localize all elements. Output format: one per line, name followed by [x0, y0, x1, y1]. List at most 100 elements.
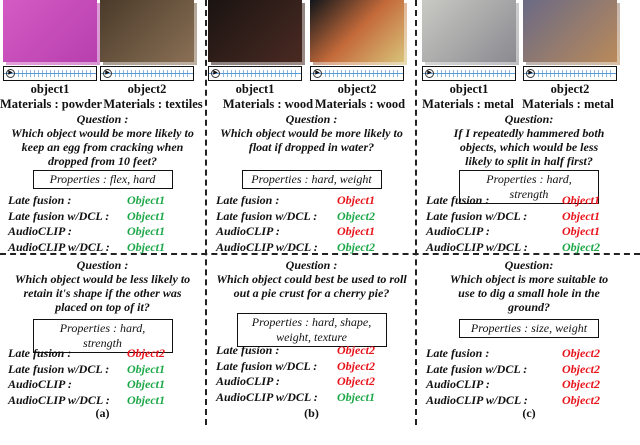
model-answer: Object1 — [127, 239, 165, 254]
model-answer: Object1 — [337, 224, 375, 238]
audio-waveform[interactable]: ▶ — [3, 66, 97, 81]
audio-waveform[interactable]: ▶ — [208, 66, 302, 81]
object-label: object2 — [337, 82, 377, 96]
properties-line: Properties : size, weight — [470, 321, 588, 335]
column-divider — [205, 0, 207, 425]
material-label: Materials : powder — [0, 97, 103, 111]
audio-waveform[interactable]: ▶ — [422, 66, 516, 81]
properties-box: Properties : hard, strength — [459, 170, 599, 204]
play-icon[interactable]: ▶ — [526, 69, 535, 78]
properties-box: Properties : size, weight — [459, 319, 599, 338]
model-answer: Object1 — [127, 392, 165, 407]
result-row: Late fusion :Object1 — [8, 193, 197, 209]
model-answer: Object2 — [337, 239, 375, 254]
model-name: AudioCLIP w/DCL : — [216, 239, 318, 254]
play-icon[interactable]: ▶ — [6, 69, 15, 78]
material-label: Materials : textiles — [103, 97, 203, 111]
model-name: Late fusion w/DCL : — [8, 208, 110, 223]
result-row: AudioCLIP :Object2 — [216, 374, 407, 390]
model-answer: Object2 — [337, 343, 375, 357]
play-icon[interactable]: ▶ — [425, 69, 434, 78]
properties-box: Properties : hard, shape,weight, texture — [236, 313, 387, 347]
result-row: Late fusion :Object2 — [426, 346, 632, 362]
question-line: Which object would be less likely to — [14, 272, 191, 286]
question-block: Question :Which object could best be use… — [208, 258, 415, 300]
object1-image — [422, 0, 519, 65]
question-line: ground? — [507, 300, 551, 314]
waveform-bars — [18, 70, 92, 77]
properties-box: Properties : hard, strength — [32, 319, 173, 353]
play-icon[interactable]: ▶ — [211, 69, 220, 78]
model-answer: Object1 — [562, 193, 600, 207]
audio-waveform[interactable]: ▶ — [523, 66, 617, 81]
object1-image — [208, 0, 305, 65]
model-name: AudioCLIP : — [8, 224, 72, 238]
question-line: objects, which would be less — [459, 140, 599, 154]
object2-image — [310, 0, 407, 65]
question-block: Question :Which object would be more lik… — [0, 112, 205, 168]
result-row: Late fusion :Object1 — [216, 193, 407, 209]
model-answer: Object2 — [337, 208, 375, 223]
model-name: AudioCLIP : — [216, 224, 280, 238]
question-block: Question:Which object is more suitable t… — [418, 258, 640, 314]
result-row: AudioCLIP :Object1 — [8, 224, 197, 240]
waveform-bars — [325, 70, 399, 77]
result-row: Late fusion w/DCL : Object1 — [426, 209, 632, 225]
model-answer: Object2 — [127, 346, 165, 360]
question-line: Which object would be more likely to — [11, 126, 194, 140]
question-title: Question : — [285, 112, 338, 126]
model-answer: Object1 — [562, 224, 600, 238]
model-name: AudioCLIP w/DCL : — [8, 392, 110, 407]
question-line: dropped from 10 feet? — [48, 154, 157, 168]
model-name: Late fusion w/DCL : — [426, 208, 528, 223]
question-line: If I repeatedly hammered both — [453, 126, 605, 140]
panel-label: (b) — [304, 406, 319, 420]
model-name: Late fusion w/DCL : — [216, 208, 318, 223]
object-label: object1 — [30, 82, 70, 96]
result-row: Late fusion :Object2 — [216, 343, 407, 359]
result-row: AudioCLIP w/DCL : Object1 — [8, 393, 197, 409]
question-line: keep an egg from cracking when — [21, 140, 184, 154]
model-answer: Object1 — [127, 208, 165, 223]
result-row: AudioCLIP w/DCL : Object2 — [216, 240, 407, 256]
result-row: AudioCLIP w/DCL :Object1 — [216, 390, 407, 406]
model-name: AudioCLIP w/DCL : — [8, 239, 110, 254]
model-name: Late fusion w/DCL : — [8, 361, 110, 376]
properties-line: Properties : flex, hard — [49, 172, 156, 186]
result-row: Late fusion w/DCL :Object2 — [426, 362, 632, 378]
material-label: Materials : wood — [314, 97, 406, 111]
question-line: likely to split in half first? — [465, 154, 593, 168]
material-label: Materials : wood — [222, 97, 314, 111]
model-name: AudioCLIP : — [426, 224, 490, 238]
audio-waveform[interactable]: ▶ — [100, 66, 194, 81]
audio-waveform[interactable]: ▶ — [310, 66, 404, 81]
object2-image — [100, 0, 197, 65]
row-divider — [0, 253, 640, 255]
play-icon[interactable]: ▶ — [313, 69, 322, 78]
question-title: Question : — [76, 258, 129, 272]
model-answer: Object1 — [127, 193, 165, 207]
question-title: Question: — [504, 258, 554, 272]
model-name: AudioCLIP : — [426, 377, 490, 391]
model-answer: Object2 — [562, 346, 600, 360]
play-icon[interactable]: ▶ — [103, 69, 112, 78]
object1-image — [3, 0, 100, 65]
object2-image — [523, 0, 620, 65]
waveform-bars — [223, 70, 297, 77]
model-name: Late fusion : — [8, 346, 72, 360]
properties-line: weight, texture — [276, 330, 347, 344]
properties-line: Properties : hard, shape, — [251, 315, 372, 329]
question-line: out a pie crust for a cherry pie? — [233, 286, 390, 300]
result-row: AudioCLIP :Object2 — [426, 377, 632, 393]
model-name: AudioCLIP : — [8, 377, 72, 391]
question-block: Question :Which object would be more lik… — [208, 112, 415, 154]
model-answer: Object1 — [562, 208, 600, 223]
question-line: retain it's shape if the other was — [23, 286, 182, 300]
waveform-bars — [437, 70, 511, 77]
